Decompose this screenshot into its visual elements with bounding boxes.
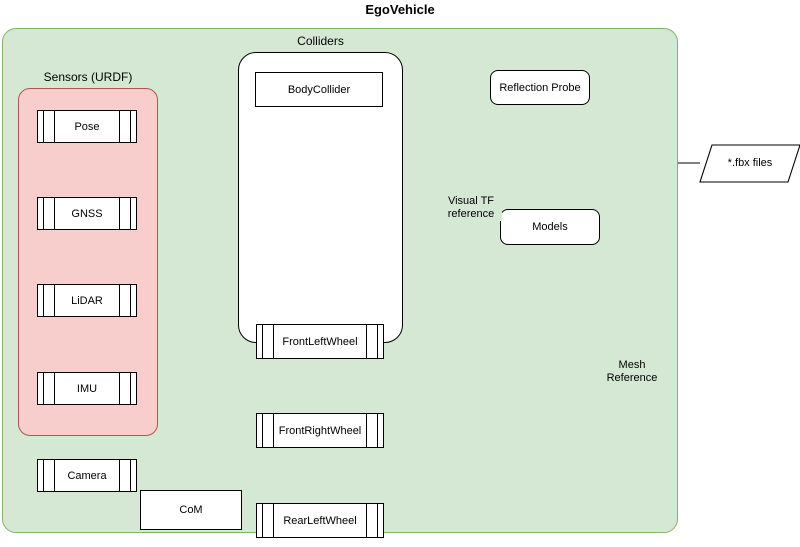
collider-node-bodycollider[interactable]: BodyCollider bbox=[255, 72, 383, 107]
sensor-label: LiDAR bbox=[71, 294, 103, 307]
sensor-label: Pose bbox=[74, 120, 100, 133]
node-com[interactable]: CoM bbox=[140, 490, 242, 530]
node-models[interactable]: Models bbox=[500, 209, 600, 245]
sensor-node-pose[interactable]: Pose bbox=[37, 110, 137, 143]
node-reflection-probe[interactable]: Reflection Probe bbox=[490, 70, 590, 105]
collider-node-rearleftwheel[interactable]: RearLeftWheel bbox=[256, 503, 384, 538]
collider-label: FrontRightWheel bbox=[278, 424, 362, 437]
collider-node-frontleftwheel[interactable]: FrontLeftWheel bbox=[256, 324, 384, 359]
sensor-label: IMU bbox=[76, 382, 98, 395]
sensor-node-imu[interactable]: IMU bbox=[37, 372, 137, 405]
page-title: EgoVehicle bbox=[365, 2, 435, 17]
colliders-group-label: Colliders bbox=[297, 34, 344, 48]
edge-label-mesh-reference: Mesh Reference bbox=[603, 359, 661, 385]
sensor-node-gnss[interactable]: GNSS bbox=[37, 197, 137, 230]
sensor-label: Camera bbox=[67, 469, 107, 482]
node-label: *.fbx files bbox=[727, 157, 773, 169]
fbx-files-shape bbox=[699, 144, 800, 183]
collider-label: FrontLeftWheel bbox=[282, 335, 358, 348]
edge-label-visual-tf-reference: Visual TF reference bbox=[440, 195, 502, 221]
sensor-node-lidar[interactable]: LiDAR bbox=[37, 284, 137, 317]
collider-label: BodyCollider bbox=[287, 83, 351, 96]
sensors-group-label: Sensors (URDF) bbox=[43, 70, 133, 84]
node-label: Reflection Probe bbox=[499, 81, 581, 94]
node-fbx-files[interactable]: *.fbx files bbox=[700, 157, 800, 169]
sensor-node-camera[interactable]: Camera bbox=[37, 459, 137, 492]
collider-node-frontrightwheel[interactable]: FrontRightWheel bbox=[256, 413, 384, 448]
node-label: Models bbox=[532, 221, 568, 233]
collider-label: RearLeftWheel bbox=[283, 514, 357, 527]
node-label: CoM bbox=[179, 504, 203, 516]
sensor-label: GNSS bbox=[71, 207, 103, 220]
